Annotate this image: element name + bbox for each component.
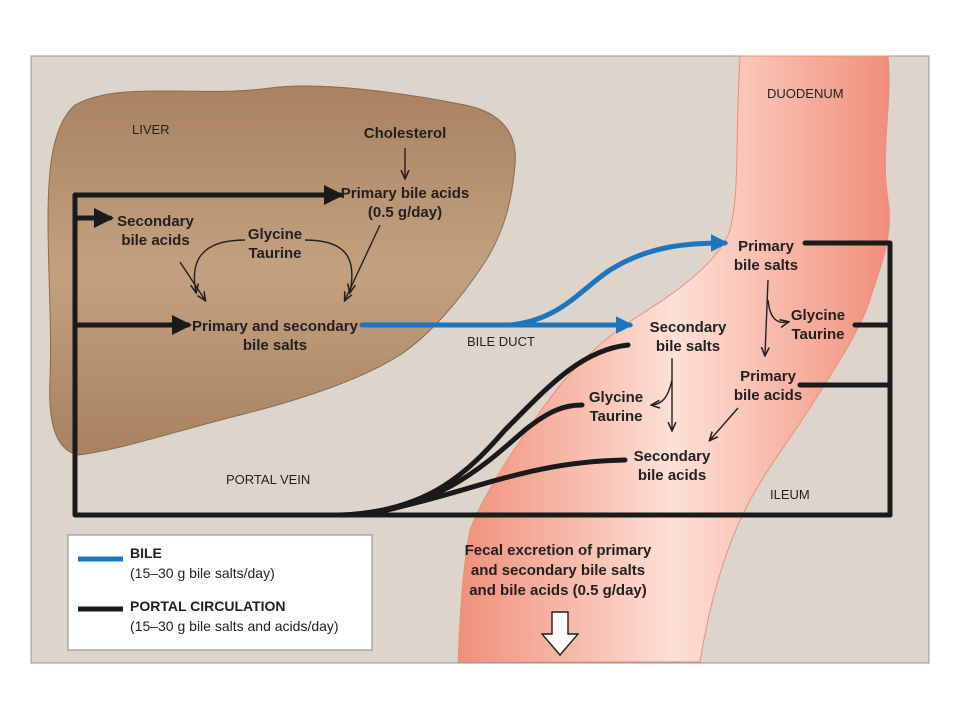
glycine-taurine-left-label: Glycine Taurine [588, 389, 644, 425]
legend-bile-subtitle: (15–30 g bile salts/day) [130, 565, 275, 581]
legend-bile-title: BILE [130, 545, 162, 561]
primary-bile-acids-gut-label: Primary bile acids [733, 368, 803, 404]
glycine-taurine-right-label: Glycine Taurine [790, 307, 846, 343]
cholesterol-label: Cholesterol [363, 125, 447, 142]
secondary-bile-acids-gut-label: Secondary bile acids [633, 448, 711, 484]
primary-bile-acids-liver-label: Primary bile acids (0.5 g/day) [340, 185, 470, 221]
primary-bile-salts-gut-label: Primary bile salts [733, 238, 799, 274]
fecal-excretion-arrow [540, 611, 580, 657]
bile-duct-label: BILE DUCT [467, 334, 535, 349]
portal-circulation-lines [72, 185, 893, 518]
legend-portal-subtitle: (15–30 g bile salts and acids/day) [130, 618, 339, 634]
glycine-taurine-liver-label: Glycine Taurine [247, 226, 303, 262]
liver-label: LIVER [132, 122, 170, 137]
conversion-arrows [179, 148, 788, 440]
primary-secondary-salts-label: Primary and secondary bile salts [192, 318, 358, 354]
secondary-bile-acids-liver-label: Secondary bile acids [117, 213, 194, 249]
secondary-bile-salts-gut-label: Secondary bile salts [649, 319, 727, 355]
legend-box [67, 534, 373, 651]
ileum-label: ILEUM [770, 487, 810, 502]
duodenum-label: DUODENUM [767, 86, 844, 101]
bile-flow-lines [359, 234, 729, 334]
liver-shape [47, 85, 516, 456]
portal-vein-label: PORTAL VEIN [226, 472, 311, 487]
fecal-excretion-label: Fecal excretion of primary and secondary… [464, 542, 652, 599]
legend-portal-title: PORTAL CIRCULATION [130, 598, 286, 614]
intestine-shape [457, 55, 890, 663]
